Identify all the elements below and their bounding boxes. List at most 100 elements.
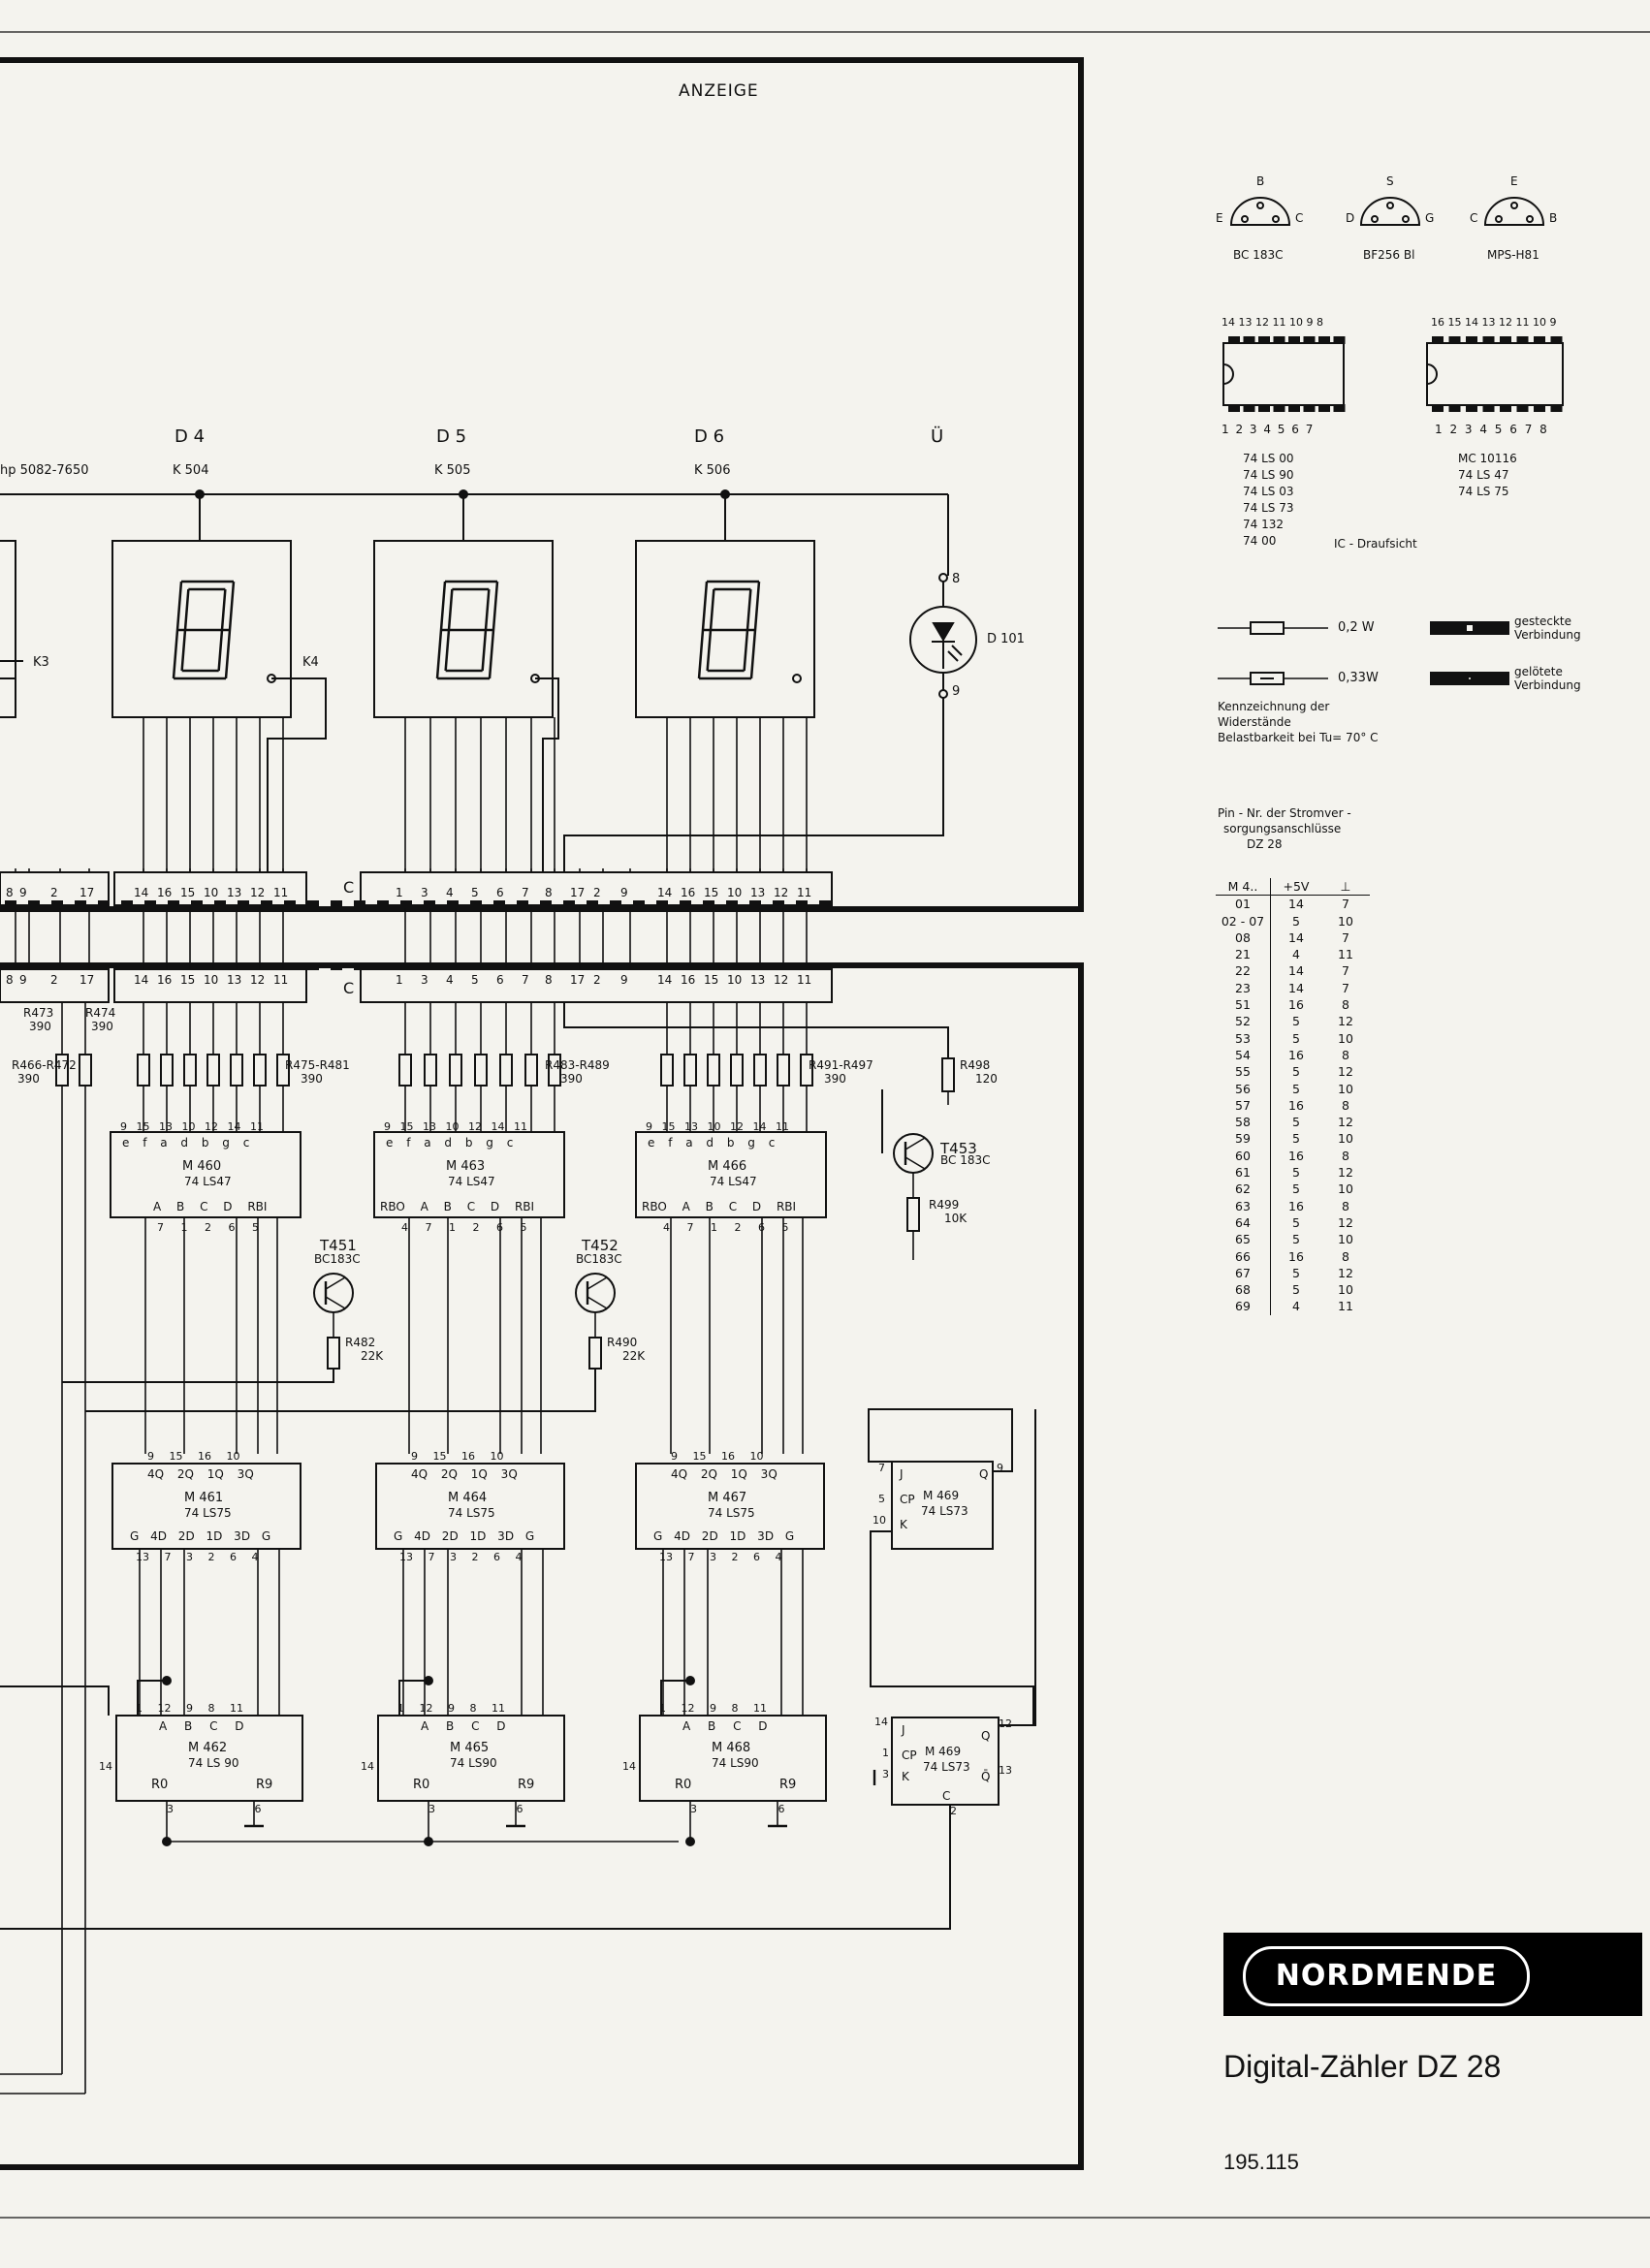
pin-table-cell: 5: [1292, 913, 1300, 929]
pin-table-cell: 16: [1288, 1198, 1304, 1213]
latch-botpins-1: 13 7 3 2 6 4: [399, 1551, 523, 1563]
pin-table-cell: 10: [1338, 1131, 1353, 1147]
strip-pad: [424, 962, 435, 970]
transistor-type-2: BC 183C: [940, 1153, 991, 1167]
pin-table-cell: 12: [1338, 1115, 1353, 1130]
resistor-val-7: 10K: [944, 1212, 968, 1225]
pin-label-upper-d4-3: 10: [204, 886, 219, 899]
pin-label-lower-d5-6: 8: [545, 973, 553, 987]
wire: [904, 1137, 926, 1150]
ff1-cp: CP: [900, 1493, 915, 1506]
pin-label-lower-d6-3: 10: [727, 973, 743, 987]
resistor-bank-m463-4: [499, 1054, 513, 1087]
package-pin: [1371, 215, 1379, 223]
resistor-val-1: 390: [91, 1020, 113, 1033]
pin-table-header-module: M 4..: [1216, 878, 1271, 897]
latch-box-0: [111, 1463, 301, 1550]
ff2-c: C: [942, 1789, 951, 1803]
ic16-type-1: 74 LS 47: [1458, 468, 1509, 482]
latch-type-2: 74 LS75: [708, 1506, 755, 1520]
trace-counter-0: [137, 1680, 165, 1716]
strip-pad: [680, 900, 691, 908]
pin-table-cell: 10: [1338, 1081, 1353, 1096]
pin-table-cell: 59: [1216, 1130, 1271, 1148]
pin-table-cell: 14: [1288, 980, 1304, 995]
resistor-bank-m466-2: [707, 1054, 720, 1087]
led-pin-a: 8: [952, 572, 961, 586]
connector-letter-upper: C: [343, 878, 355, 897]
strip-pad: [703, 962, 714, 970]
display-d6-name: D 6: [694, 426, 725, 447]
strip-pad: [168, 962, 179, 970]
ic14-type-2: 74 LS 03: [1243, 485, 1294, 498]
legend-note-2: Widerstände: [1218, 715, 1291, 729]
resistor-bank-m463-3: [474, 1054, 488, 1087]
strip-pad: [447, 900, 459, 908]
pin-table-cell: 22: [1216, 962, 1271, 980]
latch-bottom-2: G 4D 2D 1D 3D G: [653, 1529, 795, 1543]
ff2-pin3: 3: [882, 1768, 889, 1780]
pin-label-upper-left-2: 2: [50, 886, 58, 899]
resistor-r498: [941, 1057, 955, 1092]
decoder-box-1: [373, 1131, 565, 1218]
pin-table-cell: 4: [1292, 947, 1300, 962]
pin-label-upper-d5-4: 6: [496, 886, 504, 899]
decoder-toppins-1: 9 15 13 10 12 14 11: [384, 1120, 527, 1133]
package-right-pin-2: B: [1549, 211, 1558, 225]
resistor-ref-9: R490: [607, 1336, 638, 1349]
pin-table-cell: 10: [1338, 1282, 1353, 1298]
display-d5-name: D 5: [436, 426, 467, 447]
pin: [1466, 404, 1477, 412]
trace-ff2c: [0, 1805, 951, 1930]
ff1-pin5: 5: [878, 1493, 885, 1505]
resistor-bank-m460-3: [206, 1054, 220, 1087]
display-d6-connector: K 506: [694, 463, 731, 478]
ff2-pin2: 2: [950, 1805, 957, 1817]
package-left-pin-0: E: [1216, 211, 1223, 225]
resistor-bank-m460-5: [253, 1054, 267, 1087]
connector-letter-lower: C: [343, 979, 355, 997]
product-title: Digital-Zähler DZ 28: [1223, 2049, 1502, 2084]
resistor-val-3: 390: [301, 1072, 323, 1086]
junction: [685, 1837, 695, 1846]
latch-botpins-2: 13 7 3 2 6 4: [659, 1551, 782, 1563]
pin: [1333, 404, 1346, 412]
pin-table-cell: 57: [1216, 1096, 1271, 1115]
pin-table-cell: 65: [1216, 1231, 1271, 1248]
strip-pad: [261, 900, 272, 908]
pin-table-cell: 8: [1342, 1198, 1349, 1213]
decoder-bottom-2: RBO A B C D RBI: [642, 1200, 797, 1213]
pin-table-cell: 5: [1292, 1265, 1300, 1280]
ff2-k: K: [902, 1770, 909, 1783]
pin-label-lower-left-0: 8: [6, 973, 14, 987]
strip-pad: [610, 962, 621, 970]
ff1-pin7: 7: [878, 1462, 885, 1474]
strip-pad: [703, 900, 714, 908]
strip-pad: [493, 962, 505, 970]
counter-box-0: [115, 1715, 303, 1802]
resistor-ref-8: R482: [345, 1336, 376, 1349]
ic14-type-1: 74 LS 90: [1243, 468, 1294, 482]
strip-pad: [610, 900, 621, 908]
flipflop-box-1: [891, 1461, 994, 1550]
trace-r498: [563, 1002, 949, 1058]
pin: [1534, 404, 1545, 412]
latch-bottom-1: G 4D 2D 1D 3D G: [394, 1529, 535, 1543]
pin-table-cell: 23: [1216, 979, 1271, 997]
strip-pad: [400, 900, 412, 908]
legend-note-1: Kennzeichnung der: [1218, 700, 1330, 713]
pin-table-cell: 67: [1216, 1264, 1271, 1282]
latch-bottom-0: G 4D 2D 1D 3D G: [130, 1529, 271, 1543]
pin: [1333, 336, 1346, 344]
